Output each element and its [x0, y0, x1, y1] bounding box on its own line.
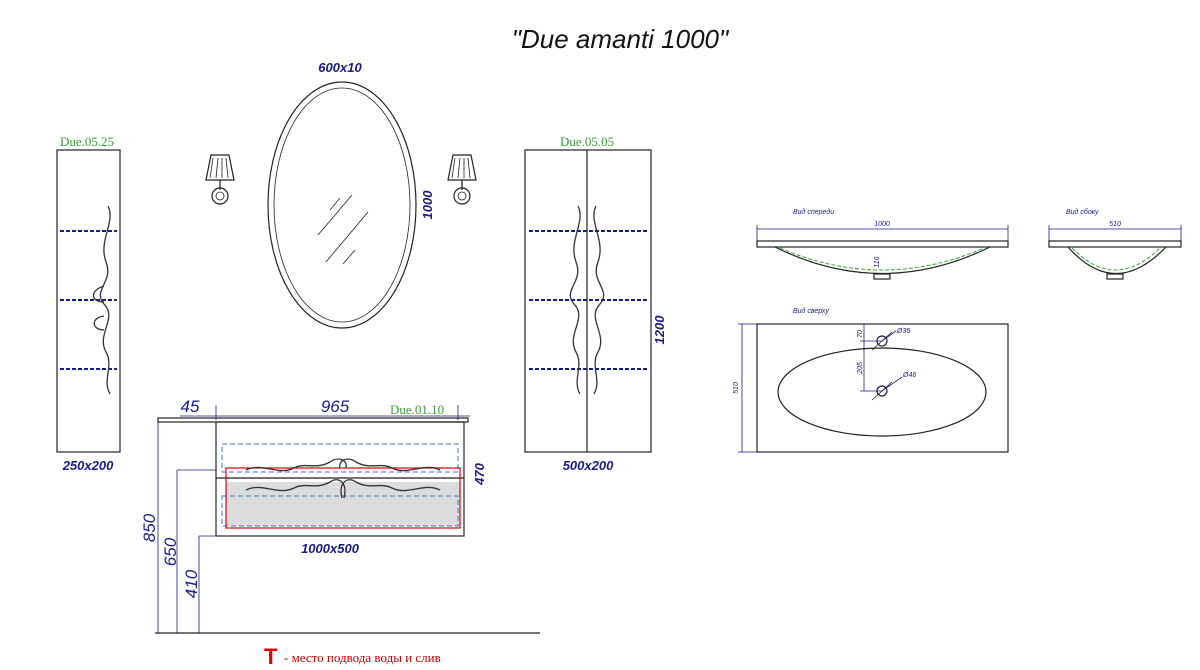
hole2-label: Ø46 — [902, 372, 916, 379]
left-cabinet: Due.05.25 250x200 — [56, 134, 121, 473]
vanity-size-label: 1000x500 — [301, 541, 360, 556]
sconce-right — [447, 154, 477, 205]
right-cabinet-body — [524, 149, 652, 453]
level-650-label: 650 — [161, 537, 180, 566]
vanity-code: Due.01.10 — [390, 402, 444, 417]
basin-top-view: Вид сверху 510 Ø35 Ø46 70 205 — [733, 307, 1009, 453]
lamp-shade-icon — [205, 154, 235, 181]
basin-side-label: Вид сбоку — [1066, 208, 1099, 216]
basin-side-width: 510 — [1109, 221, 1121, 228]
right-cabinet-code: Due.05.05 — [560, 134, 614, 149]
basin-front-depth: 116 — [874, 256, 881, 267]
drawing-title: "Due amanti 1000" — [512, 24, 730, 54]
basin-bowl — [777, 347, 987, 437]
basin-side-view: Вид сбоку 510 — [1048, 208, 1182, 280]
level-410-label: 410 — [182, 569, 201, 598]
vanity-unit: 965 45 Due.01.10 470 1000x500 850 650 41… — [140, 397, 540, 634]
basin-top-label: Вид сверху — [793, 307, 829, 315]
right-cabinet-size: 500x200 — [563, 458, 614, 473]
left-cabinet-body — [56, 149, 121, 453]
ornament-icon — [245, 458, 347, 472]
left-cabinet-code: Due.05.25 — [60, 134, 114, 149]
level-850-label: 850 — [140, 513, 159, 542]
dim-205-label: 205 — [857, 362, 864, 375]
vanity-offset-label: 45 — [181, 397, 200, 416]
basin-front-width: 1000 — [874, 221, 890, 228]
vanity-height-label: 470 — [472, 462, 487, 485]
mirror-group: 600x10 1000 — [267, 60, 435, 329]
mirror-inner — [273, 87, 411, 323]
legend: T - место подвода воды и слив — [264, 644, 441, 669]
lamp-shade-icon — [447, 154, 477, 181]
plumbing-zone — [225, 467, 461, 529]
ornament-icon — [593, 205, 605, 395]
ornament-icon — [99, 205, 111, 395]
basin-front-label: Вид спереди — [793, 208, 834, 216]
mirror-size-label: 600x10 — [318, 60, 362, 75]
basin-front-view: Вид спереди 1000 116 — [756, 208, 1009, 280]
right-cabinet: Due.05.05 500x200 1200 — [524, 134, 667, 473]
basin-top-outline — [756, 323, 1009, 453]
basin-top-depth: 510 — [733, 382, 740, 394]
mirror-outer — [267, 81, 417, 329]
left-cabinet-size: 250x200 — [62, 458, 114, 473]
ornament-icon — [569, 205, 581, 395]
sconce-left — [205, 154, 235, 205]
right-cabinet-height: 1200 — [652, 315, 667, 345]
mirror-height-label: 1000 — [420, 190, 435, 220]
vanity-body — [215, 421, 465, 537]
legend-text: - место подвода воды и слив — [284, 650, 441, 665]
dim-70-label: 70 — [857, 330, 864, 338]
legend-symbol: T — [264, 644, 278, 669]
vanity-width-label: 965 — [321, 397, 350, 416]
hole1-label: Ø35 — [896, 328, 910, 335]
mirror-glare — [317, 194, 369, 265]
